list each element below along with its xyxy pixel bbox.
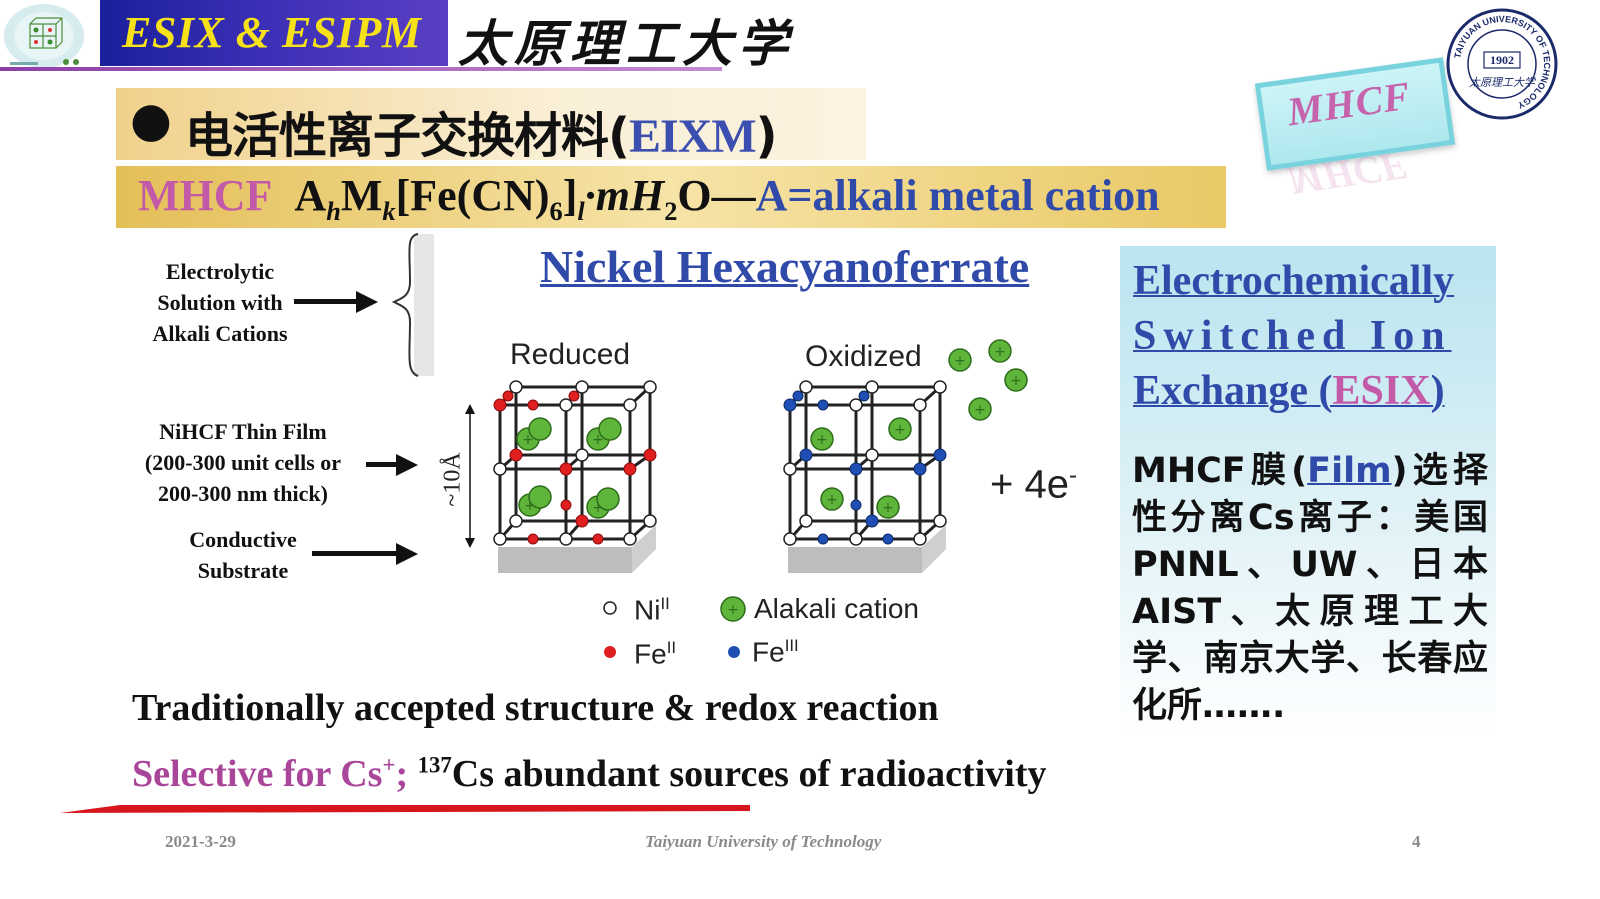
svg-text:+: + (894, 422, 906, 438)
arrow-right-icon (396, 454, 418, 476)
svg-text:+: + (522, 432, 534, 448)
ni-legend-marker (600, 598, 620, 618)
diagram-title: Nickel Hexacyanoferrate (540, 241, 1030, 292)
cation-legend-marker: + (718, 594, 748, 624)
svg-text:+: + (1010, 373, 1022, 389)
university-seal: TAIYUAN UNIVERSITY OF TECHNOLOGY 1902 太原… (1446, 8, 1558, 120)
esix-panel (1120, 246, 1496, 738)
title-background (116, 88, 866, 160)
scale-bar (448, 404, 488, 548)
ni-legend-label: NiII (634, 594, 670, 626)
electrolyte-brace (391, 232, 442, 378)
thin-film-label: NiHCF Thin Film (200-300 unit cells or 2… (144, 419, 342, 506)
svg-text:+: + (727, 602, 739, 618)
general-formula: MHCF AhMk[Fe(CN)6]l·mH2O—A=alkali metal … (138, 171, 1160, 226)
svg-text:+: + (882, 500, 894, 516)
svg-text:+: + (974, 402, 986, 418)
released-cations: ++++ (940, 335, 1035, 425)
traditional-caption: Traditionally accepted structure & redox… (132, 687, 939, 729)
seal-year: 1902 (1490, 53, 1514, 67)
slide-title: 电活性离子交换材料(EIXM) (185, 108, 778, 164)
svg-text:+: + (826, 492, 838, 508)
svg-text:+: + (592, 432, 604, 448)
footer-accent-line (60, 800, 750, 813)
formula-description: A=alkali metal cation (755, 171, 1160, 220)
fe2-legend-label: FeII (634, 638, 677, 670)
film-arrow (366, 462, 398, 467)
title-abbreviation: EIXM (628, 110, 757, 163)
electron-count: + 4e- (990, 462, 1077, 507)
esix-description: MHCF膜(Film)选择性分离Cs离子：美国PNNL、UW、日本AIST、太原… (1132, 451, 1488, 726)
header-divider (0, 67, 722, 71)
formula-background (116, 166, 1226, 228)
footer-date: 2021-3-29 (165, 832, 236, 851)
fe3-legend-label: FeIII (752, 636, 799, 668)
crystal-lattice-icon (29, 17, 63, 49)
title-bullet: ● (130, 92, 172, 148)
svg-text:+: + (816, 432, 828, 448)
cation-legend-label: Alakali cation (754, 593, 919, 624)
esix-banner: ESIX & ESIPM (100, 0, 448, 66)
svg-text:+: + (954, 353, 966, 369)
scale-label: ~10Å (439, 452, 466, 507)
electrolyte-label: Electrolytic Solution with Alkali Cation… (152, 259, 288, 346)
university-name-cn: 太原理工大学 (458, 14, 794, 73)
substrate-label: Conductive Substrate (189, 527, 297, 583)
oxidized-lattice: + + + + (770, 375, 970, 580)
selectivity-statement: Selective for Cs+; 137Cs abundant source… (132, 752, 1047, 795)
seal-cn: 太原理工大学 (1469, 76, 1537, 89)
film-link: Film (1307, 451, 1392, 491)
reduced-label: Reduced (510, 338, 631, 371)
esix-title: Electrochemically Switched Ion Exchange … (1133, 258, 1455, 414)
reduced-lattice: + + + + (480, 375, 680, 580)
svg-text:+: + (994, 344, 1006, 360)
oxidized-label: Oxidized (805, 340, 922, 373)
lab-logo (0, 0, 98, 70)
page-number: 4 (1412, 832, 1421, 851)
svg-text:+: + (592, 500, 604, 516)
fe2-legend-marker (600, 642, 620, 662)
footer-university: Taiyuan University of Technology (645, 832, 882, 851)
substrate-arrow (312, 551, 398, 556)
svg-text:+: + (524, 498, 536, 514)
arrow-right-icon (356, 291, 378, 313)
electrolyte-arrow (294, 299, 356, 304)
arrow-right-icon (396, 543, 418, 565)
fe3-legend-marker (724, 642, 744, 662)
